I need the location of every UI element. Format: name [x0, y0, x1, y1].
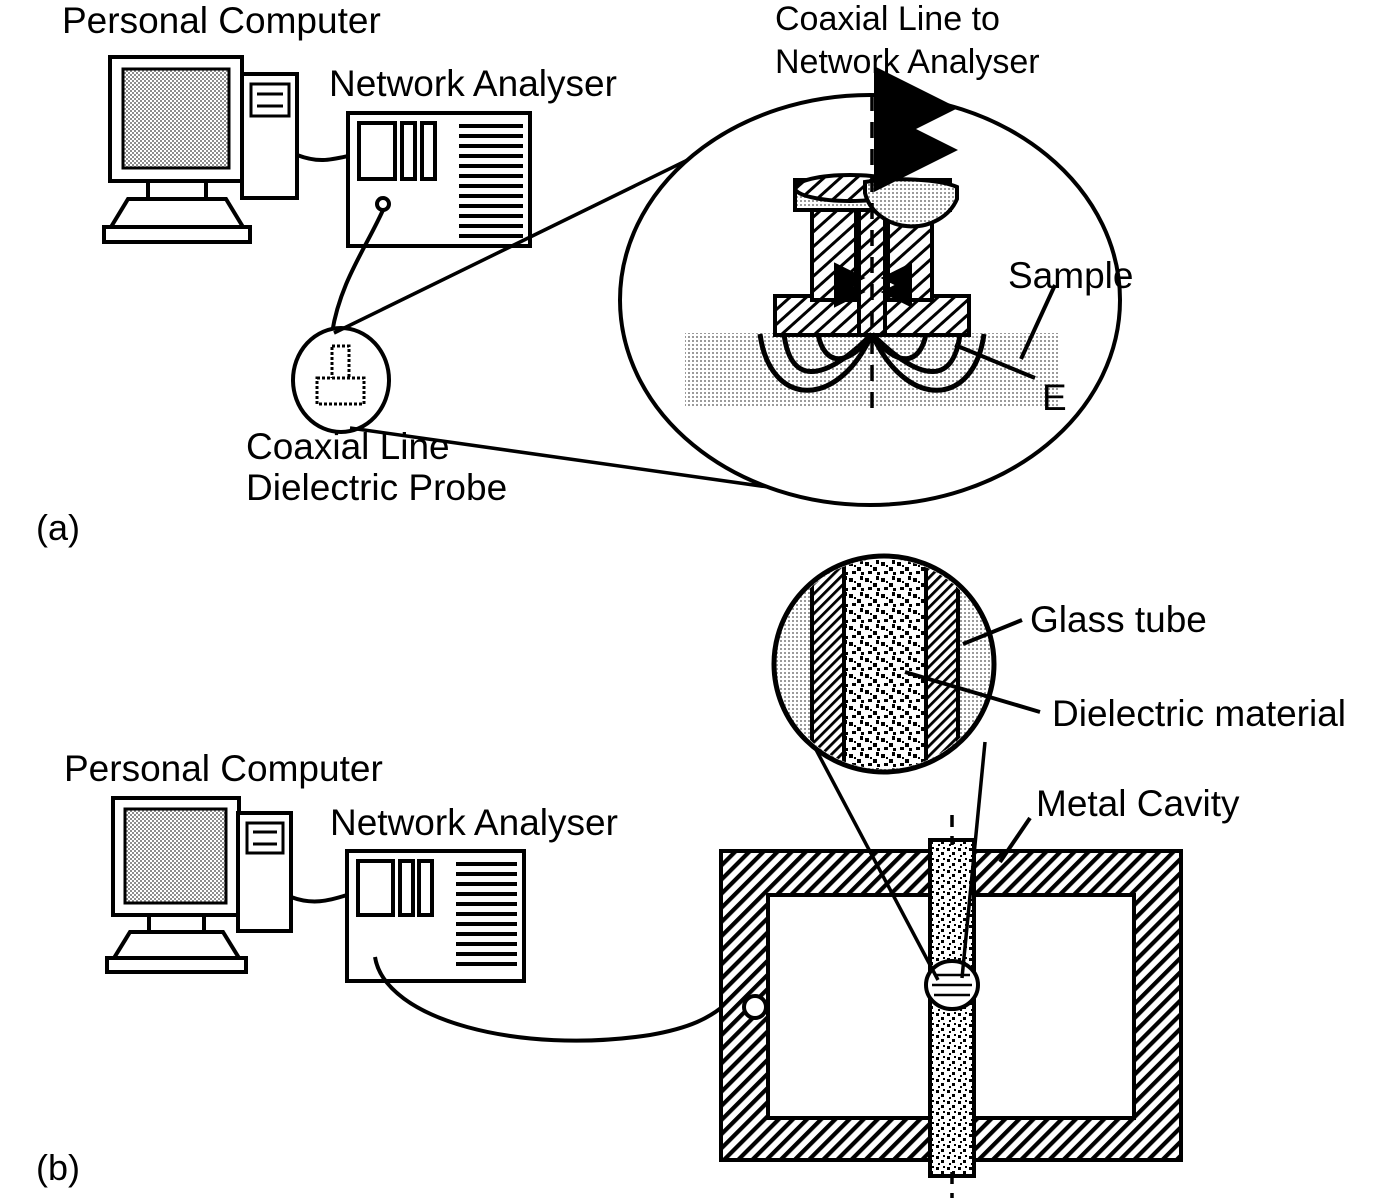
- coupling-port-icon: [742, 994, 768, 1020]
- leader-dielectric-material: [904, 670, 1041, 714]
- panel-b: Personal Computer Network Analyser Glass…: [36, 553, 1346, 1198]
- cable-analyser-to-probe-a: [330, 209, 385, 334]
- metal-cavity: [719, 849, 1183, 1162]
- label-personal-computer-a: Personal Computer: [62, 0, 381, 41]
- dielectric-core: [842, 559, 928, 769]
- cable-analyser-to-cavity: [373, 956, 729, 1043]
- personal-computer-icon-a: [102, 55, 299, 244]
- panel-tag-b: (b): [36, 1147, 80, 1188]
- label-sample: Sample: [1008, 255, 1133, 296]
- probe-callout-circle: [291, 326, 391, 434]
- label-coax-line-to-1: Coaxial Line to: [775, 0, 1000, 38]
- leader-metal-cavity: [998, 816, 1032, 864]
- personal-computer-icon-b: [105, 796, 293, 974]
- cable-pc-to-analyser-a: [296, 153, 349, 162]
- glass-tube-magnified-view: [771, 553, 997, 775]
- magnifier-cone-b: [810, 741, 987, 981]
- panel-a: Personal Computer Network Analyser Coaxi…: [36, 0, 1133, 548]
- glass-tube-assembly: [924, 815, 980, 1198]
- label-personal-computer-b: Personal Computer: [64, 748, 383, 789]
- label-network-analyser-a: Network Analyser: [329, 63, 617, 104]
- network-analyser-icon-a: [346, 111, 532, 248]
- leader-glass-tube: [962, 618, 1023, 646]
- label-e-field: E: [1042, 377, 1067, 418]
- label-coax-probe-1: Coaxial Line: [246, 426, 450, 467]
- leader-sample: [1019, 284, 1057, 360]
- label-coax-probe-2: Dielectric Probe: [246, 467, 507, 508]
- label-dielectric-material: Dielectric material: [1052, 693, 1346, 734]
- label-glass-tube: Glass tube: [1030, 599, 1207, 640]
- label-network-analyser-b: Network Analyser: [330, 802, 618, 843]
- network-analyser-icon-b: [345, 849, 526, 983]
- probe-magnified-view: [618, 66, 1122, 507]
- e-field-lines: [757, 332, 987, 393]
- panel-tag-a: (a): [36, 507, 80, 548]
- label-metal-cavity: Metal Cavity: [1036, 783, 1240, 824]
- cable-pc-to-analyser-b: [290, 893, 348, 904]
- leader-e-field: [954, 343, 1036, 380]
- label-coax-line-to-2: Network Analyser: [775, 43, 1040, 81]
